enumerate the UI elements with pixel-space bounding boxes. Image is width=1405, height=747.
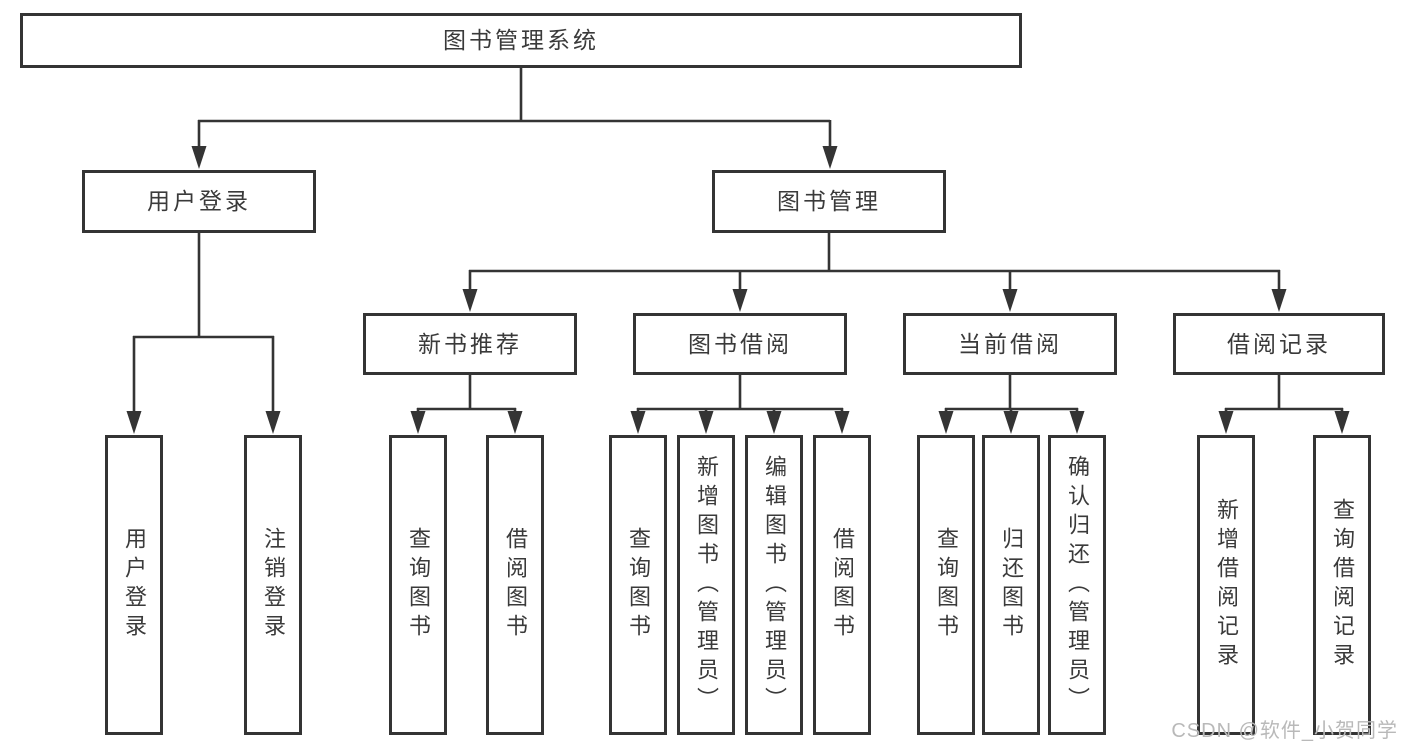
node-new-book-recommend: 新书推荐 xyxy=(363,313,577,375)
node-user-login: 用户登录 xyxy=(82,170,316,233)
node-confirm-return-admin: 确认归还（管理员） xyxy=(1048,435,1106,735)
node-query-borrow-record: 查询借阅记录 xyxy=(1313,435,1371,735)
node-query-books-recommend: 查询图书 xyxy=(389,435,447,735)
node-query-books-current: 查询图书 xyxy=(917,435,975,735)
node-book-borrowing: 图书借阅 xyxy=(633,313,847,375)
node-add-books-admin: 新增图书（管理员） xyxy=(677,435,735,735)
node-book-management: 图书管理 xyxy=(712,170,946,233)
node-borrow-books-recommend: 借阅图书 xyxy=(486,435,544,735)
node-user-login-action: 用户登录 xyxy=(105,435,163,735)
node-current-borrowing: 当前借阅 xyxy=(903,313,1117,375)
node-borrowing-records: 借阅记录 xyxy=(1173,313,1385,375)
node-borrow-books-action: 借阅图书 xyxy=(813,435,871,735)
node-query-books-borrow: 查询图书 xyxy=(609,435,667,735)
node-add-borrow-record: 新增借阅记录 xyxy=(1197,435,1255,735)
node-edit-books-admin: 编辑图书（管理员） xyxy=(745,435,803,735)
node-root: 图书管理系统 xyxy=(20,13,1022,68)
node-return-books: 归还图书 xyxy=(982,435,1040,735)
node-logout-action: 注销登录 xyxy=(244,435,302,735)
csdn-watermark: CSDN @软件_小贺同学 xyxy=(1171,720,1398,742)
